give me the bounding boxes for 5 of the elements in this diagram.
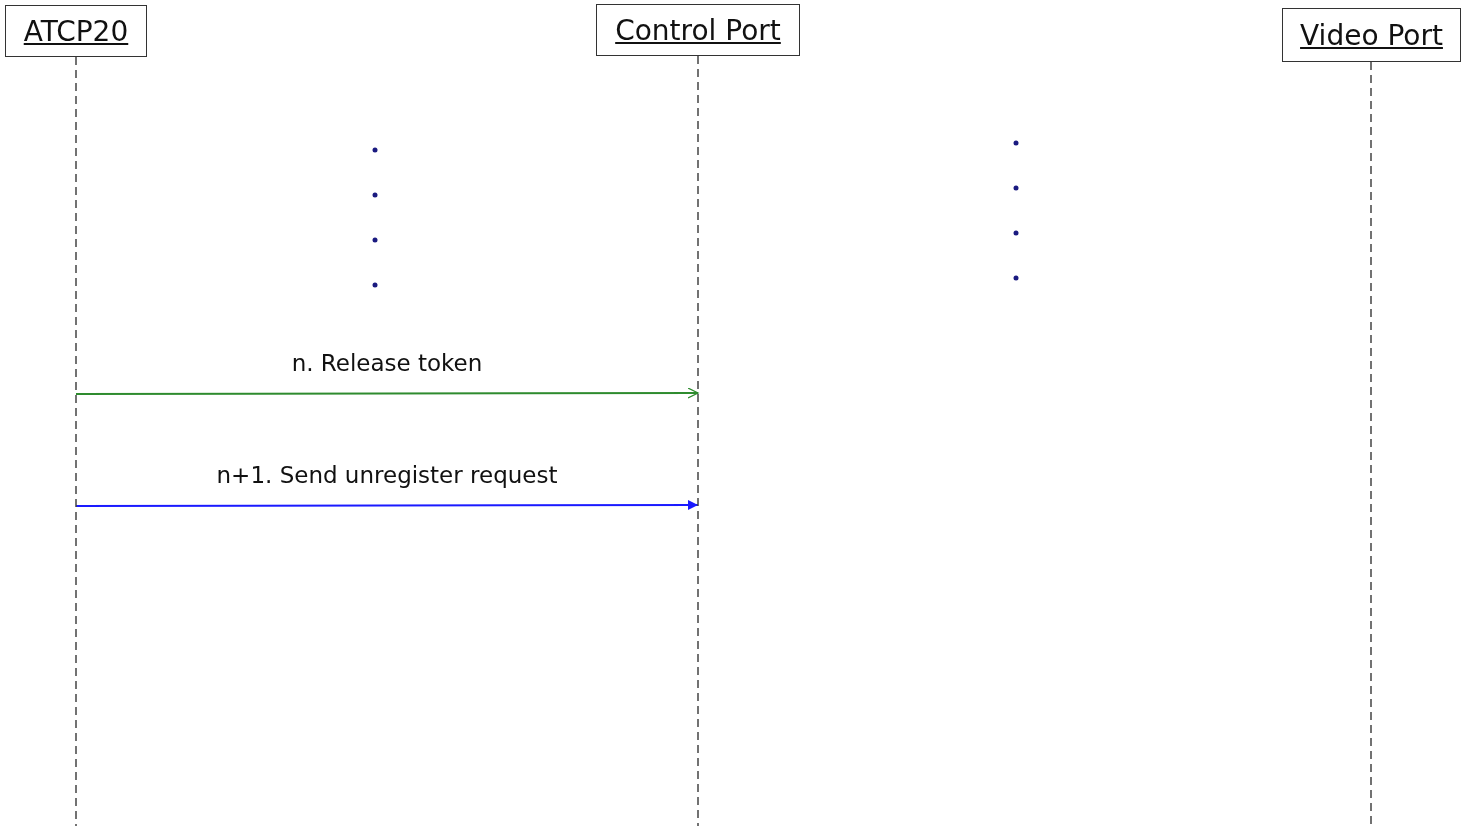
participant-box: ATCP20 <box>5 5 147 57</box>
participant-box: Video Port <box>1282 8 1461 62</box>
message-arrow <box>75 500 699 510</box>
message-arrow <box>75 387 699 399</box>
participant-box: Control Port <box>596 4 800 56</box>
